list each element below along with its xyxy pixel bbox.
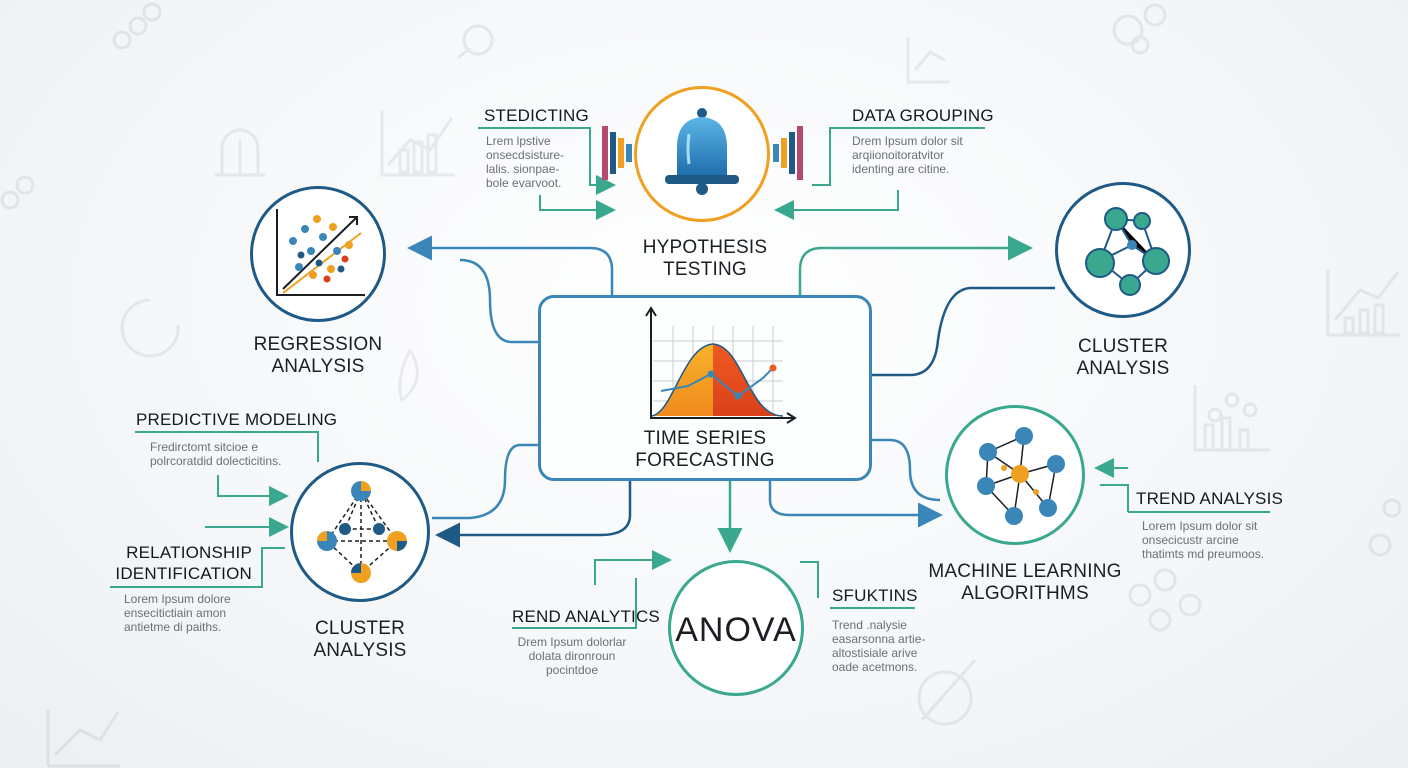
regression-analysis-node[interactable] <box>250 186 386 322</box>
predictive-modeling-title: PREDICTIVE MODELING <box>136 410 338 429</box>
hypothesis-testing-node[interactable] <box>634 86 770 222</box>
relationship-title-line2: IDENTIFICATION <box>115 564 252 583</box>
stedicting-line-2: onsecdsisture- <box>486 148 565 162</box>
relationship-identification-callout: RELATIONSHIP IDENTIFICATION Lorem Ipsum … <box>112 542 252 634</box>
regression-label-line1: REGRESSION <box>253 334 383 355</box>
anova-node[interactable]: ANOVA <box>668 560 804 696</box>
ml-label-line1: MACHINE LEARNING <box>928 561 1122 582</box>
sfuktins-title: SFUKTINS <box>832 586 918 605</box>
machine-learning-node[interactable] <box>945 405 1085 545</box>
sfuktins-line-3: altostisiale arive <box>832 646 918 660</box>
sfuktins-callout: SFUKTINS Trend .nalysie easarsonna artie… <box>832 586 925 674</box>
cluster-right-label-line1: CLUSTER <box>1077 336 1169 357</box>
relationship-title: RELATIONSHIP IDENTIFICATION <box>112 542 252 584</box>
data-grouping-line-1: Drem Ipsum dolor sit <box>852 134 963 148</box>
hypothesis-testing-label: HYPOTHESIS TESTING <box>620 237 790 281</box>
rend-line-3: pocintdoe <box>545 663 599 677</box>
stedicting-line-4: bole evarvoot. <box>486 176 562 190</box>
stedicting-line-3: lalis. sionpae- <box>486 162 560 176</box>
bell-icon <box>665 108 739 195</box>
sfuktins-line-1: Trend .nalysie <box>832 618 907 632</box>
time-series-forecasting-label: TIME SERIES FORECASTING <box>541 428 869 472</box>
hypothesis-label-line2: TESTING <box>663 259 747 280</box>
machine-learning-label: MACHINE LEARNING ALGORITHMS <box>920 561 1130 605</box>
diamond-cluster-icon <box>317 481 407 583</box>
relationship-line-3: antietme di paiths. <box>124 620 222 634</box>
data-grouping-line-2: arqiionoitoratvitor <box>852 148 945 162</box>
sound-wave-left-icon <box>602 126 632 180</box>
cluster-analysis-right-node[interactable] <box>1055 182 1191 318</box>
sfuktins-line-4: oade acetmons. <box>832 660 918 674</box>
rend-analytics-title: REND ANALYTICS <box>512 607 660 626</box>
sound-wave-right-icon <box>773 126 803 180</box>
cluster-analysis-left-node[interactable] <box>290 462 430 602</box>
trend-analysis-title: TREND ANALYSIS <box>1136 489 1284 508</box>
center-label-line1: TIME SERIES <box>643 428 767 449</box>
cluster-analysis-right-label: CLUSTER ANALYSIS <box>1048 336 1198 380</box>
data-grouping-callout: DATA GROUPING Drem Ipsum dolor sit arqii… <box>852 106 994 176</box>
rend-line-1: Drem Ipsum dolorlar <box>517 635 627 649</box>
hypothesis-label-line1: HYPOTHESIS <box>642 237 768 258</box>
relationship-line-2: ensecitictiain amon <box>124 606 227 620</box>
cluster-left-label-line2: ANALYSIS <box>313 640 407 661</box>
cluster-network-icon <box>1085 207 1170 296</box>
cluster-analysis-left-label: CLUSTER ANALYSIS <box>280 618 440 662</box>
regression-label-line2: ANALYSIS <box>271 356 365 377</box>
center-label-line2: FORECASTING <box>635 450 775 471</box>
trend-analysis-callout: TREND ANALYSIS Lorem Ipsum dolor sit ons… <box>1136 489 1283 561</box>
predictive-modeling-callout: PREDICTIVE MODELING Fredirctomt sitcioe … <box>136 410 337 468</box>
ml-label-line2: ALGORITHMS <box>961 583 1089 604</box>
cluster-left-label-line1: CLUSTER <box>314 618 406 639</box>
scatter-plot-icon <box>276 209 365 296</box>
time-series-forecasting-node[interactable]: TIME SERIES FORECASTING <box>538 295 872 481</box>
trend-line-1: Lorem Ipsum dolor sit <box>1142 519 1258 533</box>
rend-line-2: dolata dironroun <box>528 649 616 663</box>
predictive-line-1: Fredirctomt sitcioe e <box>150 440 259 454</box>
trend-line-3: thatimts md preumoos. <box>1142 547 1265 561</box>
time-series-chart-icon <box>645 306 797 424</box>
relationship-line-1: Lorem Ipsum dolore <box>124 592 231 606</box>
stedicting-callout: STEDICTING Lrem lpstive onsecdsisture- l… <box>484 106 589 190</box>
regression-analysis-label: REGRESSION ANALYSIS <box>238 334 398 378</box>
data-grouping-title: DATA GROUPING <box>852 106 994 125</box>
anova-label: ANOVA <box>675 611 797 649</box>
stedicting-title: STEDICTING <box>484 106 589 125</box>
relationship-title-line1: RELATIONSHIP <box>126 543 252 562</box>
stedicting-line-1: Lrem lpstive <box>486 134 551 148</box>
cluster-right-label-line2: ANALYSIS <box>1076 358 1170 379</box>
trend-line-2: onsecicustr arcine <box>1142 533 1239 547</box>
data-grouping-line-3: identing are citine. <box>852 162 950 176</box>
sfuktins-line-2: easarsonna artie- <box>832 632 926 646</box>
rend-analytics-callout: REND ANALYTICS Drem Ipsum dolorlar dolat… <box>512 607 660 677</box>
neural-network-icon <box>977 427 1065 525</box>
predictive-line-2: polrcoratdid dolecticitins. <box>150 454 282 468</box>
